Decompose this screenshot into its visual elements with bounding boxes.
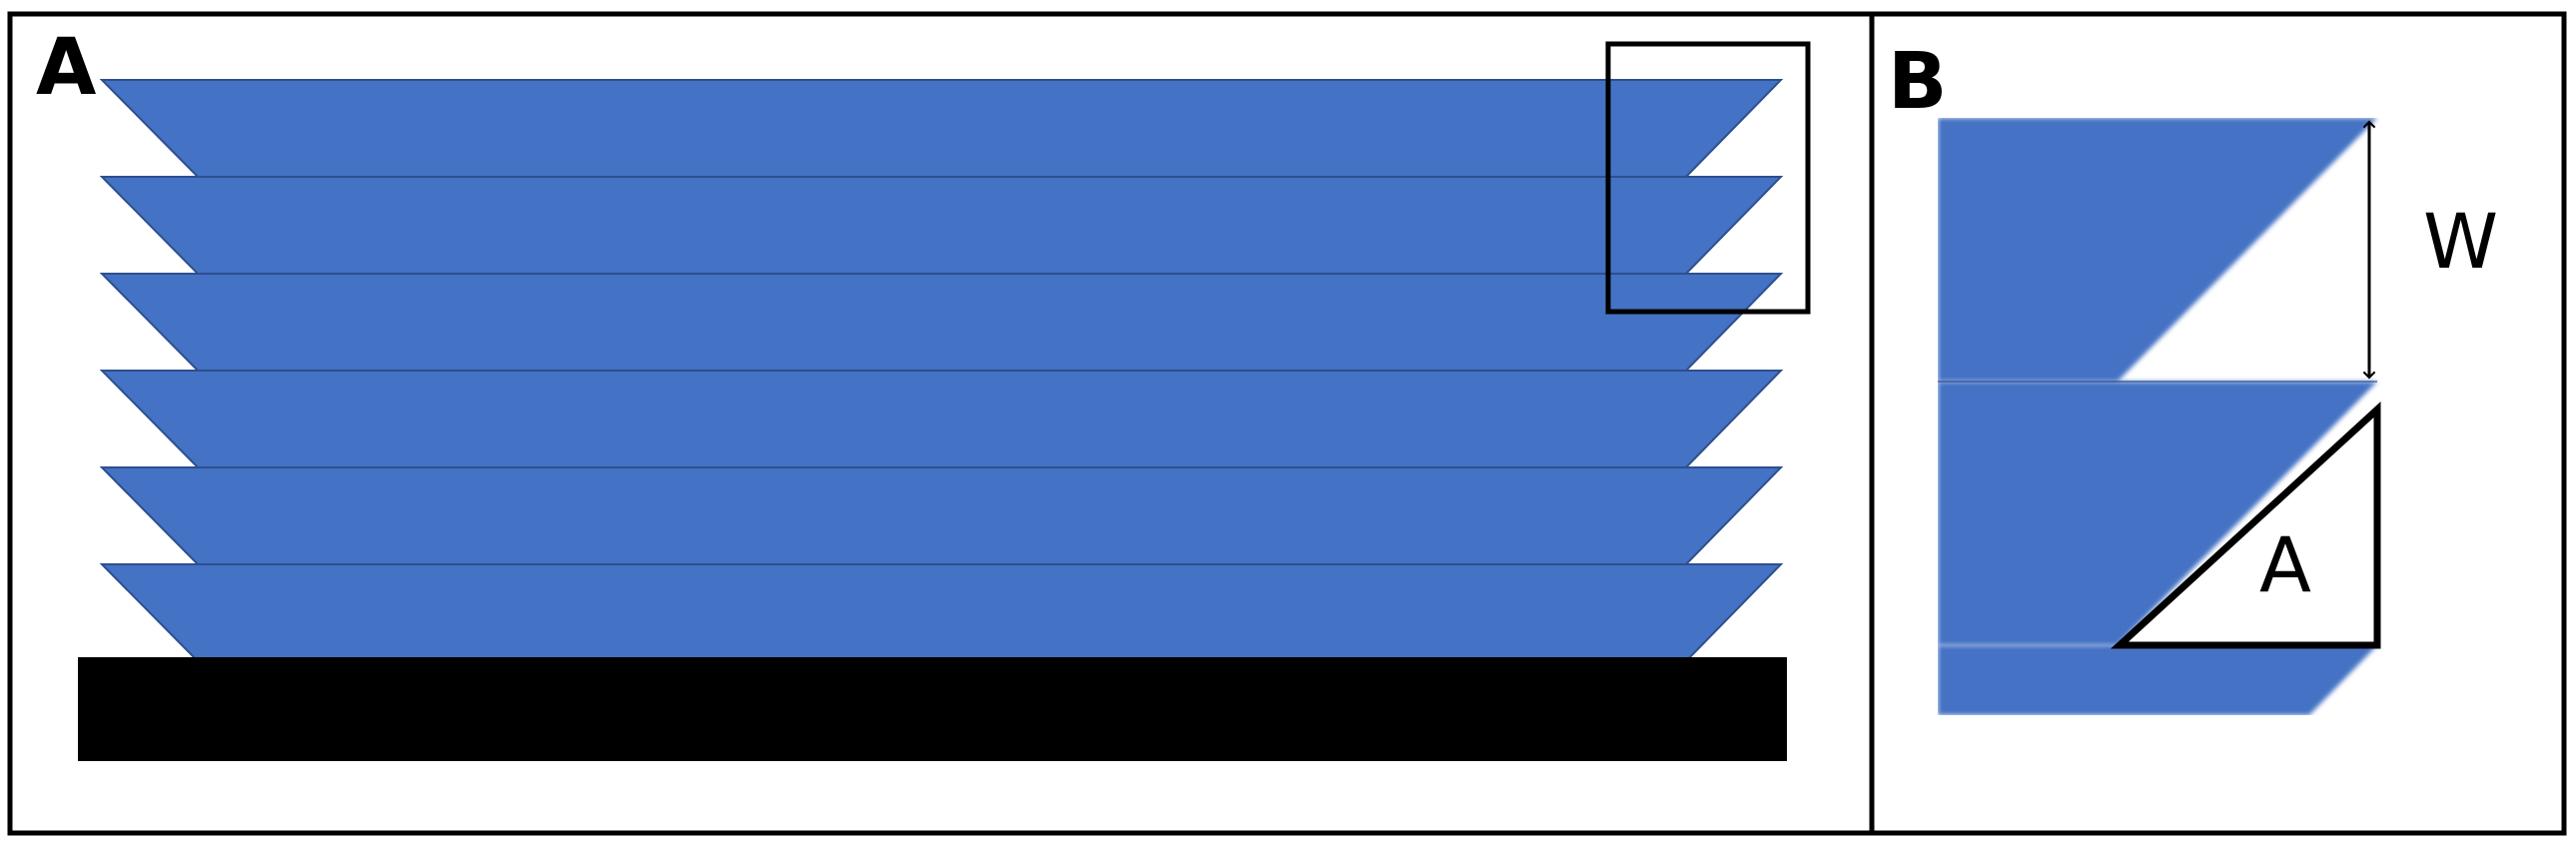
zoom-region-box <box>1605 41 1811 315</box>
layer-4 <box>99 370 1784 468</box>
panel-b-label: B <box>1888 37 1947 127</box>
panel-a-label: A <box>36 23 96 113</box>
layer-3 <box>99 273 1784 372</box>
layer-2 <box>99 176 1784 275</box>
figure-frame <box>7 11 2567 836</box>
panel-a: A <box>36 23 1811 761</box>
zoom-layer-middle <box>1938 382 2377 645</box>
zoomed-layers <box>1938 118 2377 715</box>
panel-b: B A W <box>1888 37 2498 715</box>
substrate <box>78 657 1787 761</box>
layer-6 <box>99 563 1784 662</box>
layer-5 <box>99 466 1784 565</box>
width-label: W <box>2423 197 2498 286</box>
angle-triangle <box>2110 402 2381 649</box>
zoom-layer-bottom <box>1938 645 2377 715</box>
angle-label: A <box>2259 520 2311 609</box>
layer-1 <box>99 79 1784 178</box>
zoom-layer-top <box>1938 118 2377 382</box>
layer-stack <box>99 79 1784 662</box>
